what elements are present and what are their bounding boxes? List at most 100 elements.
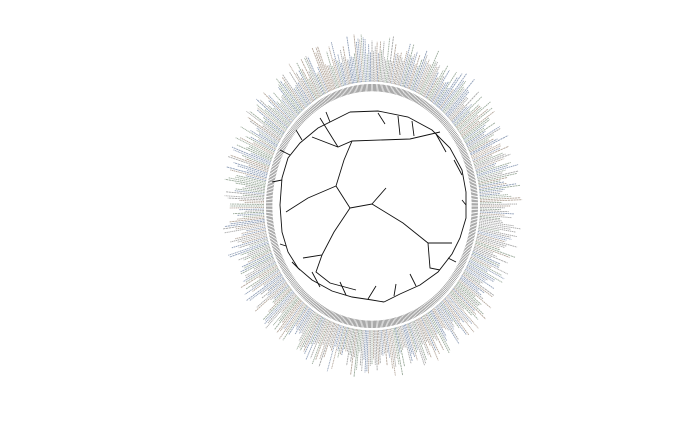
leaf-label (468, 260, 488, 273)
terminal-branch (442, 286, 448, 293)
leaf-label (417, 63, 430, 94)
terminal-branch (421, 305, 425, 313)
leaf-label (467, 263, 496, 281)
terminal-branch (436, 293, 441, 300)
terminal-branch (266, 198, 273, 200)
leaf-label (228, 156, 269, 171)
leaf-label (244, 201, 264, 204)
tree-branch (371, 187, 387, 205)
terminal-branch (270, 169, 277, 173)
terminal-branch (471, 218, 478, 220)
leaf-label (342, 56, 350, 85)
leaf-label (249, 275, 283, 302)
leaf-label (258, 139, 276, 150)
terminal-branch (329, 311, 333, 318)
terminal-branch (469, 182, 477, 185)
terminal-branch (334, 313, 337, 321)
terminal-branch (288, 276, 294, 282)
tree-branch (302, 207, 351, 259)
leaf-label (419, 317, 439, 361)
leaf-label (393, 55, 400, 85)
terminal-branch (445, 123, 451, 130)
terminal-branch (271, 241, 278, 244)
terminal-branch (299, 289, 305, 296)
terminal-branch (415, 308, 420, 316)
terminal-branch (453, 135, 459, 140)
leaf-label (478, 229, 511, 238)
terminal-branch (294, 283, 300, 290)
terminal-branch (320, 306, 324, 313)
terminal-branch (422, 304, 426, 312)
leaf-label (245, 135, 275, 153)
terminal-branch (290, 128, 296, 134)
leaf-label (282, 74, 306, 109)
terminal-branch (399, 88, 402, 96)
leaf-label (322, 321, 332, 345)
terminal-branch (356, 319, 358, 327)
terminal-branch (347, 87, 350, 95)
leaf-label (479, 184, 521, 192)
terminal-branch (470, 185, 477, 187)
terminal-branch (294, 122, 300, 129)
terminal-branch (463, 157, 470, 161)
terminal-branch (451, 131, 457, 137)
terminal-branch (468, 173, 475, 177)
terminal-branch (444, 122, 450, 129)
leaf-label (250, 152, 272, 163)
leaf-label (443, 86, 465, 114)
terminal-branch (459, 147, 466, 152)
terminal-branch (465, 163, 472, 167)
leaf-label (251, 268, 280, 288)
terminal-branch (393, 317, 396, 326)
leaf-label (326, 51, 338, 89)
terminal-branch (395, 317, 398, 325)
leaf-label (295, 72, 314, 103)
leaf-label (448, 293, 479, 329)
leaf-label (389, 328, 397, 368)
terminal-branch (412, 94, 416, 102)
terminal-branch (462, 154, 469, 158)
terminal-branch (443, 285, 449, 292)
leaf-label (240, 255, 274, 273)
terminal-branch (456, 266, 463, 271)
terminal-branch (471, 212, 478, 214)
leaf-label (229, 207, 264, 209)
terminal-branch (272, 163, 279, 167)
leaf-label (233, 149, 271, 166)
terminal-branch (316, 101, 321, 109)
leaf-label (477, 170, 519, 182)
leaf-label (402, 325, 413, 362)
leaf-label (276, 101, 295, 121)
leaf-label (406, 51, 418, 89)
terminal-branch (300, 290, 306, 297)
terminal-branch (266, 219, 274, 221)
terminal-branch (449, 277, 455, 283)
terminal-branch (392, 86, 394, 94)
terminal-branch (321, 306, 325, 314)
terminal-branch (428, 105, 433, 112)
terminal-branch (430, 298, 435, 305)
terminal-branch (267, 182, 275, 185)
terminal-branch (468, 233, 475, 236)
leaf-label (366, 330, 369, 372)
terminal-branch (468, 234, 475, 237)
leaf-label (301, 310, 315, 334)
leaf-label (476, 164, 509, 176)
terminal-branch (290, 127, 296, 133)
leaf-label (455, 104, 480, 128)
leaf-label (417, 318, 428, 342)
terminal-branch (448, 278, 454, 284)
leaf-label (301, 68, 318, 99)
terminal-branch (310, 299, 315, 306)
terminal-branch (277, 257, 284, 262)
terminal-branch (268, 179, 275, 182)
leaf-label (433, 308, 447, 330)
leaf-label (426, 313, 438, 335)
terminal-branch (315, 102, 320, 109)
leaf-label (267, 292, 295, 324)
leaf-label (264, 120, 284, 136)
terminal-branch (278, 147, 285, 152)
leaf-label (230, 169, 267, 180)
leaf-label (317, 72, 327, 94)
leaf-label (350, 56, 356, 84)
